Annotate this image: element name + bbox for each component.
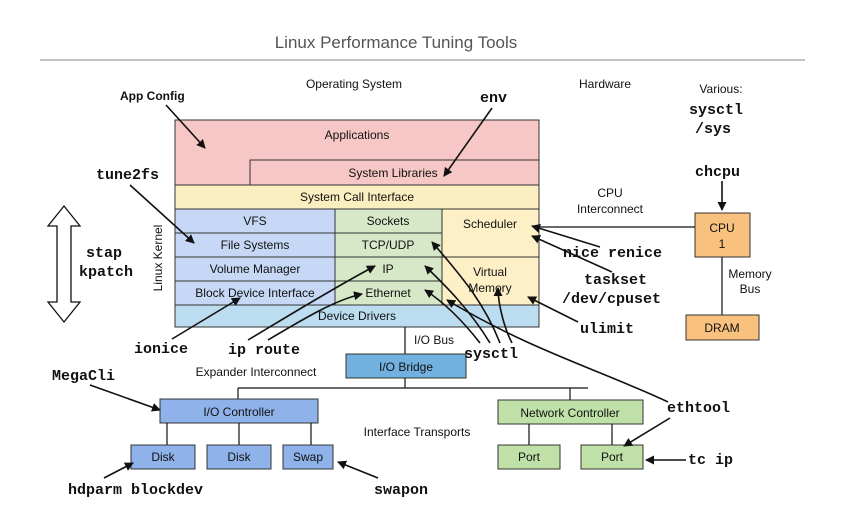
interface-transports-label: Interface Transports (364, 425, 471, 439)
arrow-ethtool-driver (446, 299, 669, 403)
disk-1-box (130, 444, 196, 470)
arrow-hdparm (103, 462, 134, 479)
disk-1-label: Disk (151, 450, 175, 464)
expander-interconnect-label: Expander Interconnect (196, 365, 317, 379)
network-controller-box (497, 399, 644, 425)
arrow-swapon (337, 460, 379, 479)
arrow-tune2fs (129, 184, 195, 244)
arrow-sysctl-tcp (431, 241, 501, 344)
tool-chcpu: chcpu (695, 164, 740, 181)
tool-hdparm-blockdev: hdparm blockdev (68, 482, 203, 499)
volume-manager-box (174, 256, 336, 282)
cpu-interconnect-label-1: CPU (597, 186, 622, 200)
cpu-box (694, 212, 751, 258)
port-2-label: Port (601, 450, 624, 464)
hardware-label: Hardware (579, 77, 631, 91)
operating-system-label: Operating System (306, 77, 402, 91)
scheduler-label: Scheduler (463, 217, 517, 231)
system-call-interface-label: System Call Interface (300, 190, 414, 204)
applications-label: Applications (325, 128, 390, 142)
cpu-interconnect-label-2: Interconnect (577, 202, 644, 216)
tool-dev-cpuset: /dev/cpuset (562, 291, 661, 308)
scheduler-box (441, 208, 540, 258)
arrow-ionice (171, 297, 241, 340)
arrow-sysctl-ip (424, 265, 491, 344)
port-2-box (580, 444, 644, 470)
tool-sysctl-2: sysctl (464, 346, 518, 363)
tool-sys: /sys (695, 121, 731, 138)
dram-label: DRAM (704, 321, 739, 335)
arrow-sysctl-ethernet (424, 289, 481, 344)
swap-box (282, 444, 334, 470)
memory-bus-label-2: Bus (740, 282, 761, 296)
port-1-label: Port (518, 450, 541, 464)
ip-label: IP (382, 262, 393, 276)
tcp-udp-label: TCP/UDP (362, 238, 415, 252)
ethernet-label: Ethernet (365, 286, 411, 300)
io-controller-label: I/O Controller (203, 405, 274, 419)
device-drivers-layer (174, 304, 540, 328)
arrow-megacli (89, 384, 161, 412)
swap-label: Swap (293, 450, 323, 464)
tool-ethtool: ethtool (667, 400, 730, 417)
tool-tune2fs: tune2fs (96, 167, 159, 184)
tcp-udp-box (334, 232, 443, 258)
tool-stap: stap (86, 245, 122, 262)
block-device-interface-label: Block Device Interface (195, 286, 315, 300)
tool-kpatch: kpatch (79, 264, 133, 281)
tool-nice-renice: nice renice (563, 245, 662, 262)
tool-ionice: ionice (134, 341, 188, 358)
arrow-sysctl-vm (493, 287, 513, 344)
tool-app-config: App Config (120, 89, 185, 103)
arrow-ip-route-ethernet (267, 291, 363, 341)
io-bridge-label: I/O Bridge (379, 360, 433, 374)
vfs-label: VFS (243, 214, 266, 228)
tool-tc-ip: tc ip (688, 452, 733, 469)
arrow-env (443, 107, 493, 177)
page-title: Linux Performance Tuning Tools (275, 33, 518, 52)
disk-2-label: Disk (227, 450, 251, 464)
memory-bus-label-1: Memory (728, 267, 771, 281)
cpu-label-1: CPU (709, 221, 734, 235)
network-controller-label: Network Controller (520, 406, 619, 420)
linux-kernel-label: Linux Kernel (151, 225, 165, 292)
arrow-ulimit (527, 296, 579, 323)
arrow-ethtool-port (623, 417, 671, 447)
tool-ip-route: ip route (228, 342, 300, 359)
system-libraries-label: System Libraries (348, 166, 437, 180)
sockets-label: Sockets (367, 214, 410, 228)
arrow-taskset (531, 235, 613, 273)
tool-env: env (480, 90, 507, 107)
various-label: Various: (699, 82, 742, 96)
cpu-label-2: 1 (719, 237, 726, 251)
ip-box (334, 256, 443, 282)
system-libraries-layer (249, 159, 540, 186)
device-drivers-label: Device Drivers (318, 309, 396, 323)
arrow-nice-renice (531, 224, 601, 248)
double-arrow-icon (46, 204, 82, 324)
file-systems-label: File Systems (221, 238, 290, 252)
virtual-memory-box (441, 256, 540, 306)
disk-2-box (206, 444, 272, 470)
virtual-memory-label-2: Memory (468, 281, 511, 295)
port-1-box (497, 444, 561, 470)
dram-box (685, 314, 760, 341)
arrow-app-config (165, 104, 206, 149)
io-bus-label: I/O Bus (414, 333, 454, 347)
virtual-memory-label-1: Virtual (473, 265, 507, 279)
tool-swapon: swapon (374, 482, 428, 499)
tool-taskset: taskset (584, 272, 647, 289)
tool-ulimit: ulimit (580, 321, 634, 338)
volume-manager-label: Volume Manager (210, 262, 301, 276)
tool-megacli: MegaCli (52, 368, 115, 385)
tool-sysctl: sysctl (689, 102, 743, 119)
io-bridge-box (345, 353, 467, 379)
arrow-ip-route-ip (247, 265, 376, 341)
